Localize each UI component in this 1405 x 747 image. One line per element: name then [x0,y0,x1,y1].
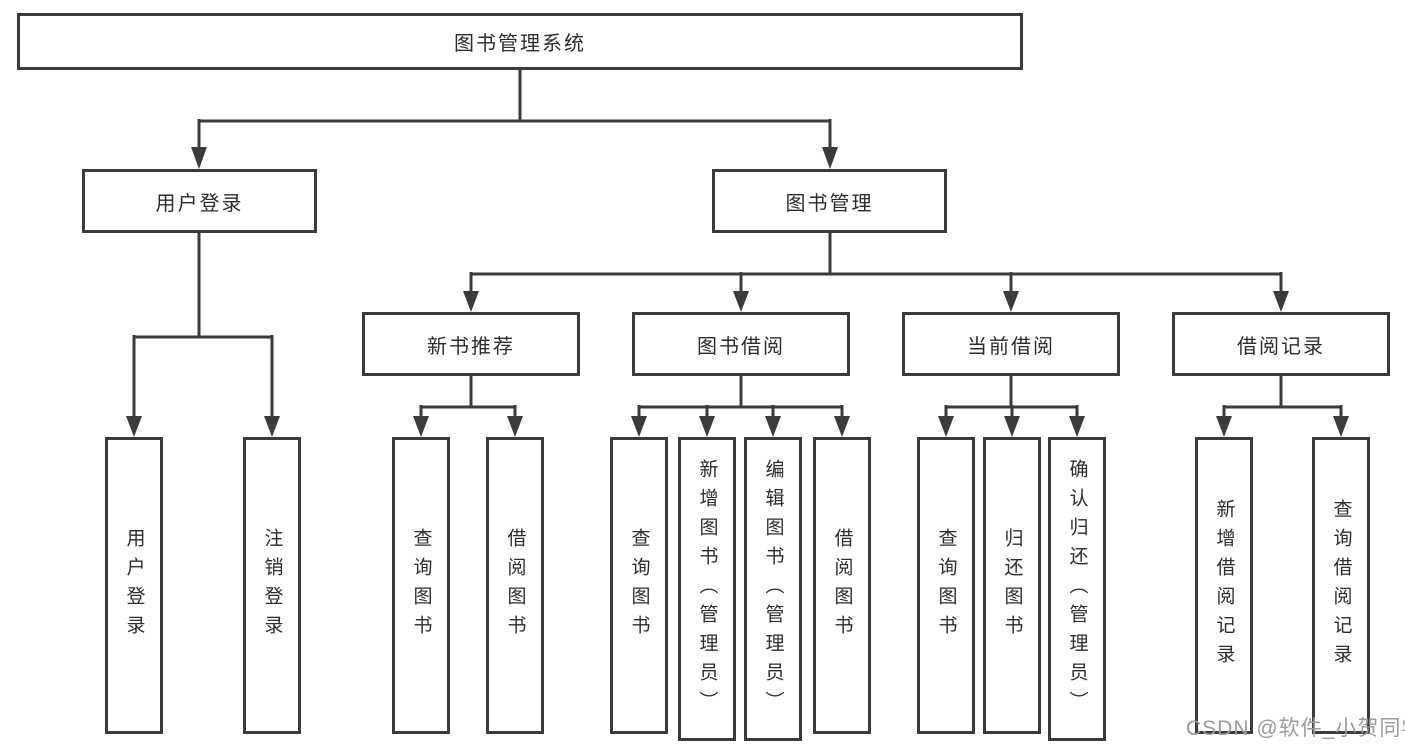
arrowhead [631,416,647,437]
arrowhead [765,416,781,437]
node-borrowing-records: 借阅记录 [1172,312,1390,376]
arrowhead [413,416,429,437]
arrowhead [822,147,838,169]
arrowhead [264,416,280,437]
leaf-borrow-books: 借阅图书 [813,437,871,734]
leaf-user-login: 用户登录 [105,437,163,734]
arrowhead [507,416,523,437]
leaf-query-books: 查询图书 [392,437,450,734]
arrowhead [463,291,479,312]
node-label: 查询借阅记录 [1330,498,1352,673]
node-label: 新书推荐 [427,335,515,358]
node-user-login: 用户登录 [82,169,317,233]
node-label: 编辑图书（管理员） [762,458,784,720]
node-label: 借阅图书 [831,527,853,644]
node-label: 当前借阅 [967,335,1055,358]
node-label: 归还图书 [1001,527,1023,644]
node-label: 确认归还（管理员） [1066,458,1088,720]
node-label: 图书借阅 [697,335,785,358]
node-label: 查询图书 [410,527,432,644]
arrowhead [733,291,749,312]
arrowhead [938,416,954,437]
arrowhead [834,416,850,437]
leaf-return-books: 归还图书 [983,437,1041,734]
node-label: 用户登录 [155,192,244,215]
node-label: 借阅图书 [504,527,526,644]
node-book-borrowing: 图书借阅 [632,312,850,376]
node-library-management-system: 图书管理系统 [17,13,1023,70]
node-current-borrowing: 当前借阅 [902,312,1120,376]
leaf-add-borrow-record: 新增借阅记录 [1195,437,1253,734]
arrowhead [1216,416,1232,437]
arrowhead [699,416,715,437]
leaf-logout: 注销登录 [243,437,301,734]
leaf-query-borrow-record: 查询借阅记录 [1312,437,1370,734]
node-label: 注销登录 [261,527,283,644]
csdn-watermark: CSDN @软件_小贺同学 [1186,717,1405,740]
connector-current-to-leaves [938,376,1085,437]
node-label: 图书管理系统 [454,33,586,55]
arrowhead [1333,416,1349,437]
node-label: 图书管理 [785,192,874,215]
connector-borrow-to-leaves [631,376,850,437]
node-label: 借阅记录 [1237,335,1325,358]
arrowhead [1069,416,1085,437]
connector-root-to-level2 [191,70,838,169]
node-label: 查询图书 [935,527,957,644]
leaf-edit-books-admin: 编辑图书（管理员） [744,437,802,741]
leaf-confirm-return-admin: 确认归还（管理员） [1048,437,1106,741]
node-label: 查询图书 [628,527,650,644]
arrowhead [1273,291,1289,312]
arrowhead [191,147,207,169]
leaf-query-books: 查询图书 [917,437,975,734]
leaf-add-books-admin: 新增图书（管理员） [678,437,736,741]
arrowhead [1003,291,1019,312]
node-new-book-recommend: 新书推荐 [362,312,580,376]
connector-new-books-to-leaves [413,376,523,437]
node-label: 新增图书（管理员） [696,458,718,720]
node-label: 新增借阅记录 [1213,498,1235,673]
arrowhead [1004,416,1020,437]
leaf-query-books: 查询图书 [610,437,668,734]
connector-user-login-to-leaves [126,233,280,437]
node-label: 用户登录 [123,527,145,644]
leaf-borrow-books: 借阅图书 [486,437,544,734]
connector-book-mgmt-to-level3 [463,233,1289,312]
node-book-management: 图书管理 [712,169,947,233]
arrowhead [126,416,142,437]
connector-records-to-leaves [1216,376,1349,437]
